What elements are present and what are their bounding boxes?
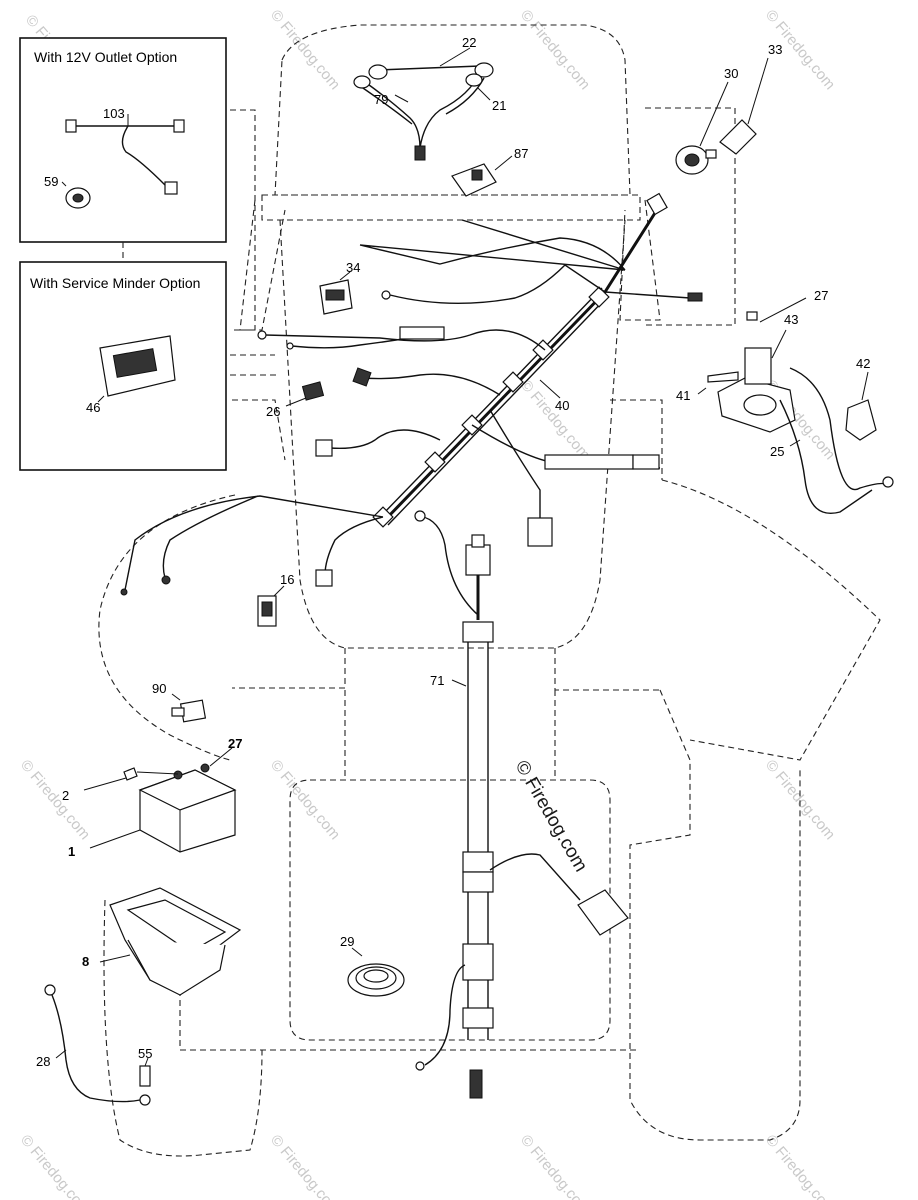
- watermark-tile: © Firedog.com: [762, 1132, 838, 1200]
- main-harness-40: 40: [120, 192, 703, 596]
- chassis-outline: [98, 24, 881, 1157]
- headlight-harness: 22 79 21: [353, 35, 506, 161]
- switch-34: 34: [319, 260, 360, 315]
- callout-2: 2: [62, 788, 69, 803]
- callout-40: 40: [555, 398, 569, 413]
- callout-26: 26: [266, 404, 280, 419]
- part-90: 90: [152, 681, 207, 723]
- harness-71: 71: [414, 510, 629, 1099]
- watermark-tile: © Firedog.com: [517, 377, 593, 463]
- callout-25: 25: [770, 444, 784, 459]
- callout-16: 16: [280, 572, 294, 587]
- callout-87: 87: [514, 146, 528, 161]
- fuse-26: 26: [266, 381, 325, 419]
- switch-87: 87: [451, 146, 528, 197]
- callout-21: 21: [492, 98, 506, 113]
- watermark-tile: © Firedog.com: [267, 1132, 343, 1200]
- callout-33: 33: [768, 42, 782, 57]
- callout-8: 8: [82, 954, 89, 969]
- outlet-harness-103: [72, 125, 178, 186]
- callout-43: 43: [784, 312, 798, 327]
- callout-59: 59: [44, 174, 58, 189]
- callout-29: 29: [340, 934, 354, 949]
- ground-cable: 28 55: [36, 984, 152, 1106]
- watermark-tile: © Firedog.com: [267, 7, 343, 93]
- minder-option-title: With Service Minder Option: [30, 275, 200, 291]
- minder-option-box: With Service Minder Option 46: [19, 261, 227, 471]
- callout-1: 1: [68, 844, 75, 859]
- watermark-tile: © Firedog.com: [267, 757, 343, 843]
- callout-30: 30: [724, 66, 738, 81]
- starter-solenoid: 27 43 41 42 25: [676, 288, 894, 514]
- grommet-29: 29: [340, 934, 405, 997]
- center-watermark: © Firedog.com: [511, 757, 592, 876]
- outlet-option-box: With 12V Outlet Option 103 59: [19, 37, 227, 243]
- callout-27-top: 27: [814, 288, 828, 303]
- callout-22: 22: [462, 35, 476, 50]
- battery-tray: 8: [82, 887, 242, 996]
- watermark-tile: © Firedog.com: [762, 757, 838, 843]
- callout-90: 90: [152, 681, 166, 696]
- relay-16: 16: [257, 572, 294, 627]
- battery: 2 1 27: [62, 736, 242, 859]
- callout-71: 71: [430, 673, 444, 688]
- callout-27-battery: 27: [228, 736, 242, 751]
- outlet-option-title: With 12V Outlet Option: [34, 49, 177, 65]
- ignition-switch: 30 33: [675, 42, 782, 175]
- watermark-tile: © Firedog.com: [517, 7, 593, 93]
- watermark-tile: © Firedog.com: [17, 1132, 93, 1200]
- watermark-tile: © Firedog.com: [17, 757, 93, 843]
- callout-55: 55: [138, 1046, 152, 1061]
- watermark-tile: © Firedog.com: [517, 1132, 593, 1200]
- callout-34: 34: [346, 260, 360, 275]
- callout-28: 28: [36, 1054, 50, 1069]
- callout-103: 103: [103, 106, 125, 121]
- callout-41: 41: [676, 388, 690, 403]
- callout-79: 79: [374, 92, 388, 107]
- callout-46: 46: [86, 400, 100, 415]
- callout-42: 42: [856, 356, 870, 371]
